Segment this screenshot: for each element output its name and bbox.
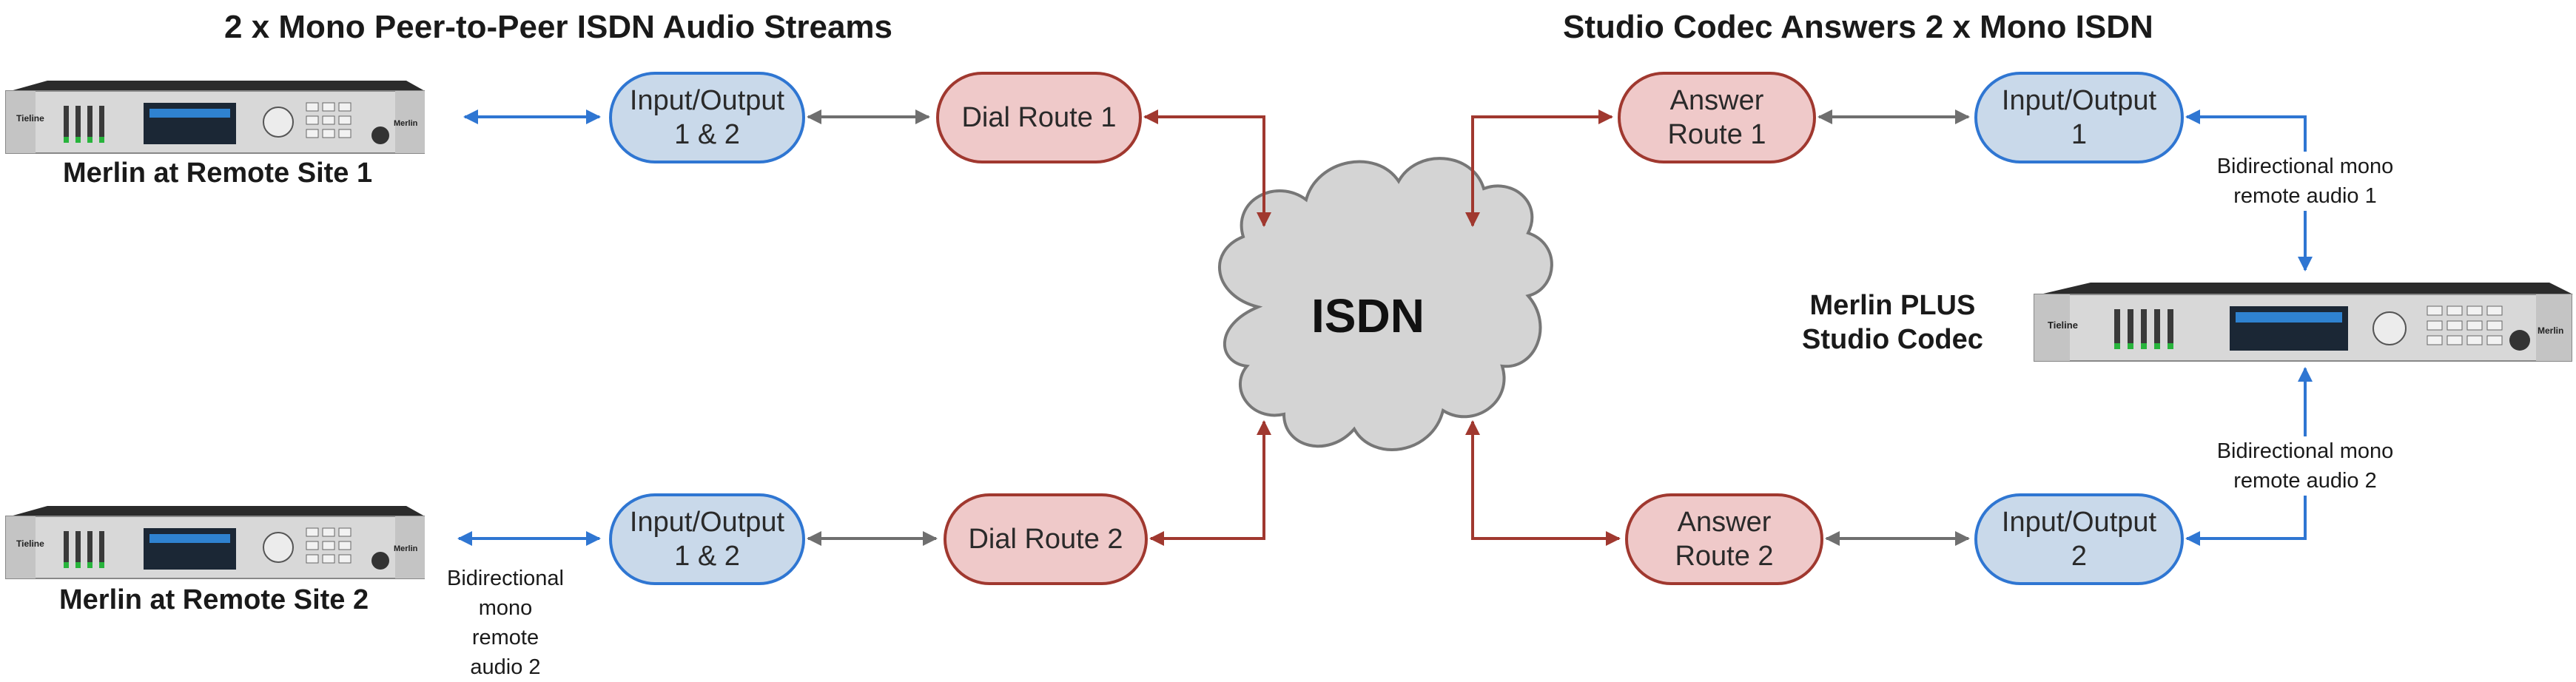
node-text-line-1: Input/Output (2001, 507, 2157, 538)
io-right-1-node: Input/Output 1 (1974, 72, 2184, 163)
codec-front-panel-icon (2034, 283, 2573, 362)
merlin-remote-1-device: Tieline Merlin (3, 78, 426, 155)
node-text-line-2: 1 & 2 (674, 119, 740, 150)
note-line: Bidirectional mono (2216, 439, 2394, 463)
studio-audio-2-note: Bidirectional mono remote audio 2 (2176, 436, 2435, 496)
note-line: remote audio 2 (2233, 469, 2377, 493)
node-text-line-1: Input/Output (2001, 85, 2157, 116)
node-text-line-1: Answer (1669, 85, 1764, 116)
node-text-line-1: Input/Output (629, 507, 785, 538)
studio-label-line-2: Studio Codec (1802, 324, 1983, 355)
node-text-line-2: Route 2 (1675, 541, 1774, 572)
dial-route-2-node: Dial Route 2 (944, 493, 1148, 585)
note-line: audio 2 (470, 655, 541, 679)
studio-label-line-1: Merlin PLUS (1809, 290, 1976, 321)
arrow-io-right-2-to-studio (2185, 367, 2313, 546)
merlin-remote-1-label: Merlin at Remote Site 1 (63, 158, 373, 189)
dial-route-1-node: Dial Route 1 (936, 72, 1142, 163)
isdn-cloud-shape (1217, 157, 1553, 451)
codec-front-panel-icon (5, 81, 426, 154)
node-text-line-2: Route 1 (1667, 119, 1766, 150)
codec-front-panel-icon (5, 506, 426, 579)
remote-2-audio-note: Bidirectional mono remote audio 2 (443, 564, 568, 682)
note-line: remote (471, 626, 539, 649)
heading-left: 2 x Mono Peer-to-Peer ISDN Audio Streams (224, 9, 893, 45)
note-line: Bidirectional mono (2216, 155, 2394, 178)
io-left-1-node: Input/Output 1 & 2 (609, 72, 805, 163)
node-text-line-1: Answer (1677, 507, 1772, 538)
note-line: Bidirectional (447, 567, 564, 590)
merlin-remote-2-label: Merlin at Remote Site 2 (59, 584, 369, 615)
arrow-dial-1-to-isdn (1143, 109, 1271, 227)
device-model-text: Merlin (394, 544, 418, 553)
arrow-io-right-1-to-studio (2185, 109, 2313, 271)
node-text-line-2: 2 (2071, 541, 2088, 572)
note-line: remote audio 1 (2233, 184, 2377, 208)
merlin-plus-studio-label: Merlin PLUS Studio Codec (1802, 288, 1983, 357)
node-text-line-1: Input/Output (629, 85, 785, 116)
device-model-text: Merlin (394, 119, 418, 128)
node-text-line-2: 1 (2071, 119, 2088, 150)
node-text-line-2: 1 & 2 (674, 541, 740, 572)
arrow-isdn-to-answer-1 (1465, 109, 1613, 227)
io-left-2-node: Input/Output 1 & 2 (609, 493, 805, 585)
io-right-2-node: Input/Output 2 (1974, 493, 2184, 585)
note-line: mono (478, 596, 533, 620)
isdn-label: ISDN (1311, 289, 1425, 342)
studio-audio-1-note: Bidirectional mono remote audio 1 (2176, 152, 2435, 211)
device-model-text: Merlin (2538, 325, 2564, 336)
merlin-plus-studio-device: Tieline Merlin (2031, 280, 2573, 362)
device-brand-text: Tieline (16, 538, 44, 549)
arrow-isdn-to-answer-2 (1465, 420, 1621, 546)
device-brand-text: Tieline (2048, 320, 2078, 331)
answer-route-2-node: Answer Route 2 (1625, 493, 1823, 585)
arrow-dial-2-to-isdn (1149, 420, 1271, 546)
node-text: Dial Route 2 (968, 524, 1123, 555)
device-brand-text: Tieline (16, 113, 44, 124)
merlin-remote-2-device: Tieline Merlin (3, 503, 426, 580)
heading-right: Studio Codec Answers 2 x Mono ISDN (1563, 9, 2153, 45)
answer-route-1-node: Answer Route 1 (1618, 72, 1816, 163)
node-text: Dial Route 1 (961, 102, 1117, 133)
